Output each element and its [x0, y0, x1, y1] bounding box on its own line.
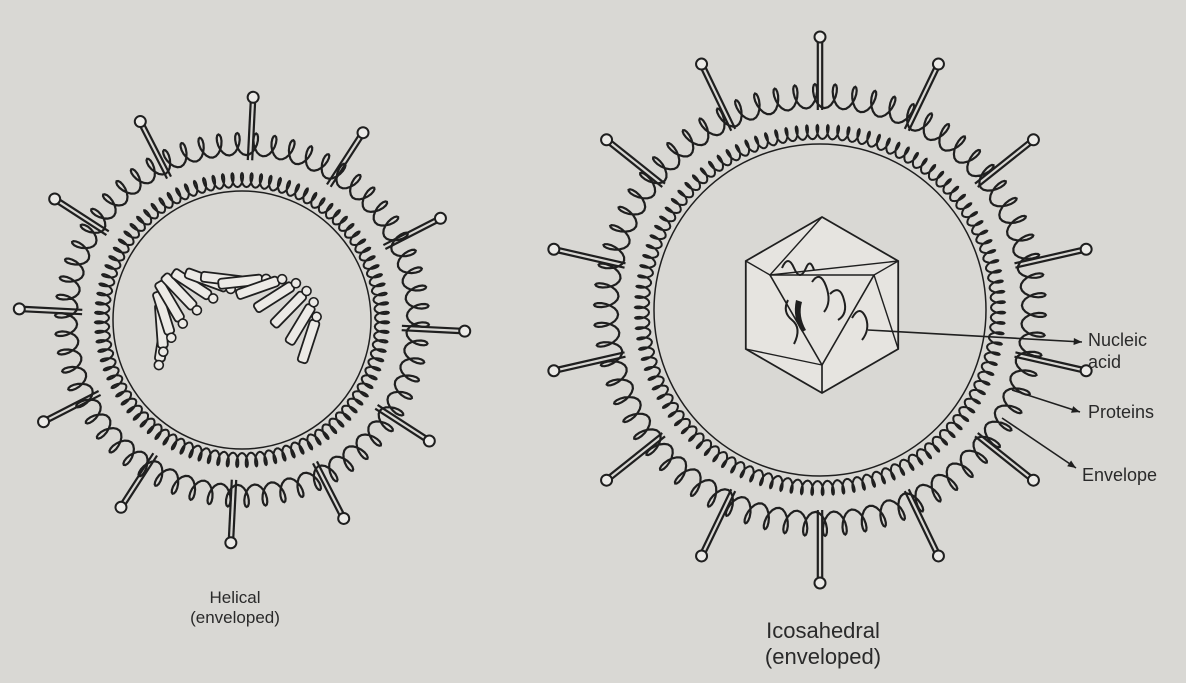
nucleic-label-line-2: acid: [1088, 352, 1147, 374]
envelope-label: Envelope: [1082, 465, 1157, 487]
spike-knob: [1028, 475, 1039, 486]
spike-knob: [601, 134, 612, 145]
spike-knob: [1081, 244, 1092, 255]
spike-knob: [459, 326, 470, 337]
spike-knob: [248, 92, 259, 103]
spike-knob: [338, 513, 349, 524]
capsomere-head: [154, 360, 164, 370]
helical-caption-text: Helical (enveloped): [190, 588, 280, 627]
nucleic-label-line-1: Nucleic: [1088, 330, 1147, 352]
spike-knob: [696, 550, 707, 561]
spike-knob: [696, 59, 707, 70]
icosahedral-caption-text: Icosahedral (enveloped): [765, 618, 881, 669]
spike-knob: [14, 303, 25, 314]
spike-knob: [358, 127, 369, 138]
spike-knob: [933, 550, 944, 561]
spike-knob: [548, 244, 559, 255]
spike-knob: [135, 116, 146, 127]
spike-knob: [933, 59, 944, 70]
spike-knob: [548, 365, 559, 376]
spike-knob: [435, 213, 446, 224]
spike-knob: [225, 537, 236, 548]
spike-knob: [115, 502, 126, 513]
capsomere-head: [158, 347, 168, 357]
spike-knob: [815, 32, 826, 43]
spike-knob: [49, 193, 60, 204]
spike-knob: [424, 436, 435, 447]
proteins-label: Proteins: [1088, 402, 1154, 424]
spike-knob: [1028, 134, 1039, 145]
spike-knob: [815, 578, 826, 589]
spike-knob: [38, 416, 49, 427]
nucleic-acid-label: Nucleic acid: [1088, 330, 1147, 373]
spike-knob: [601, 475, 612, 486]
helical-caption: Helical (enveloped): [175, 588, 295, 629]
icosahedral-caption: Icosahedral (enveloped): [728, 618, 918, 671]
